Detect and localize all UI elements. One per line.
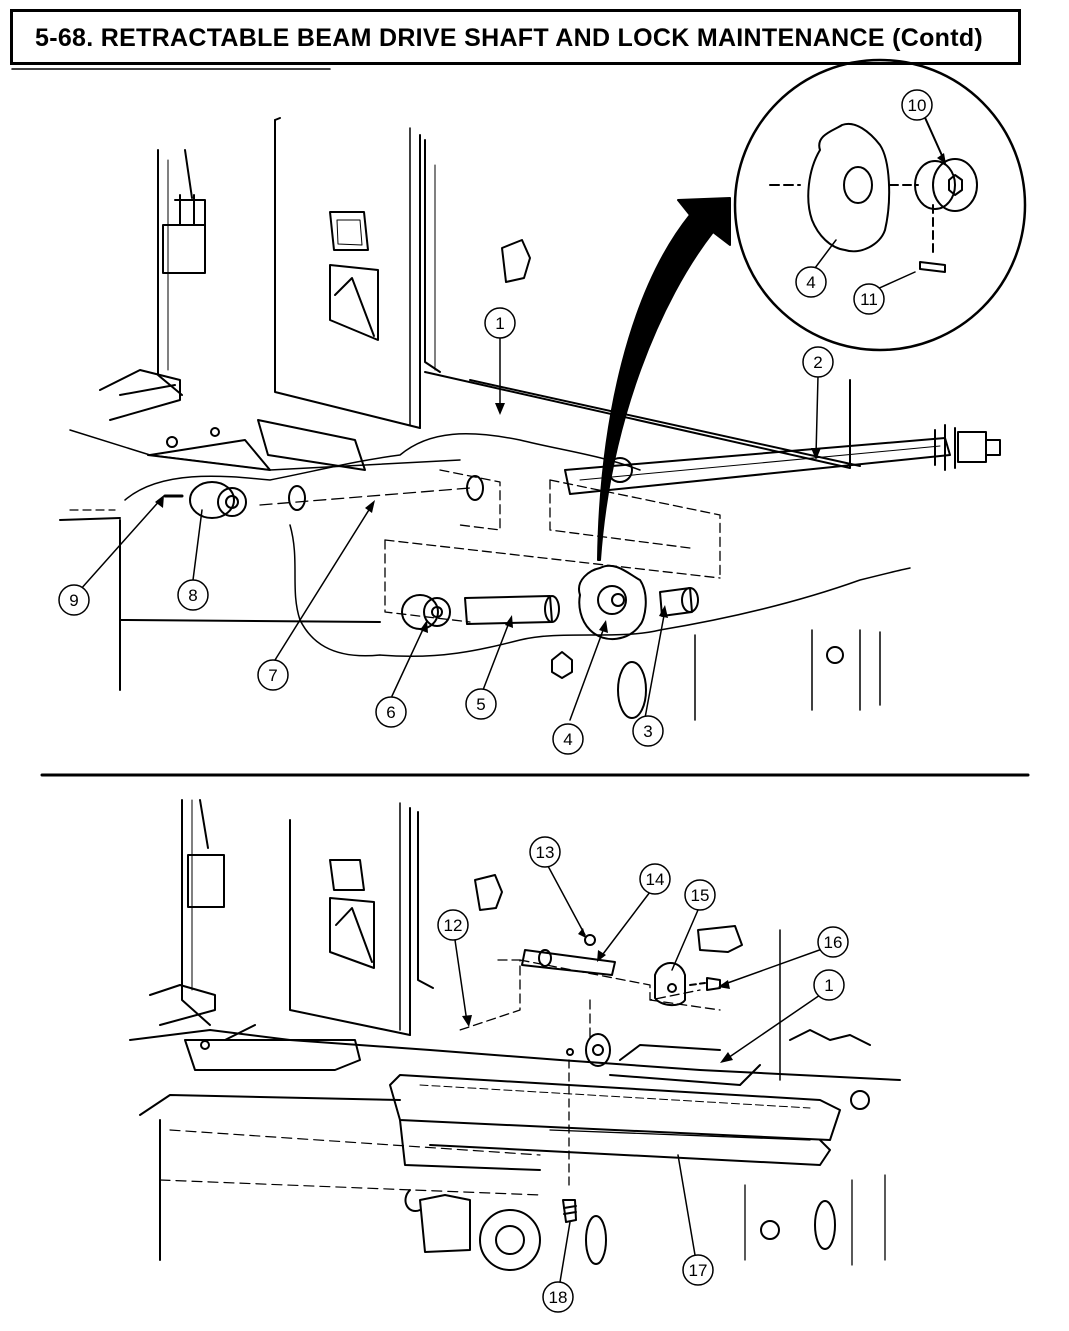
- top-view: [59, 117, 1001, 721]
- callout-2: 2: [813, 353, 822, 372]
- header-box: 5-68. RETRACTABLE BEAM DRIVE SHAFT AND L…: [10, 9, 1021, 65]
- callout-16: 16: [824, 933, 843, 952]
- callout-10: 10: [908, 96, 927, 115]
- bottom-view: [129, 799, 901, 1271]
- callout-1-bottom: 1: [824, 976, 833, 995]
- callout-15: 15: [691, 886, 710, 905]
- page-title: 5-68. RETRACTABLE BEAM DRIVE SHAFT AND L…: [35, 24, 984, 52]
- callout-13: 13: [536, 843, 555, 862]
- callout-4-detail: 4: [806, 273, 815, 292]
- top-view-leaders: [79, 239, 916, 721]
- callout-1-top: 1: [495, 314, 504, 333]
- callout-5: 5: [476, 695, 485, 714]
- leader-arrowheads: [155, 153, 946, 1063]
- callout-6: 6: [386, 703, 395, 722]
- callout-8: 8: [188, 586, 197, 605]
- callout-11: 11: [860, 290, 878, 309]
- callout-7: 7: [268, 666, 277, 685]
- callout-18: 18: [549, 1288, 568, 1307]
- callout-12: 12: [444, 916, 463, 935]
- callout-4: 4: [563, 730, 572, 749]
- callout-9: 9: [69, 591, 78, 610]
- callout-3: 3: [643, 722, 652, 741]
- bottom-view-leaders: [454, 865, 826, 1283]
- detail-inset: [733, 58, 1027, 352]
- callout-17: 17: [689, 1261, 708, 1280]
- callout-14: 14: [646, 870, 665, 889]
- callout-circles: [58, 89, 933, 1313]
